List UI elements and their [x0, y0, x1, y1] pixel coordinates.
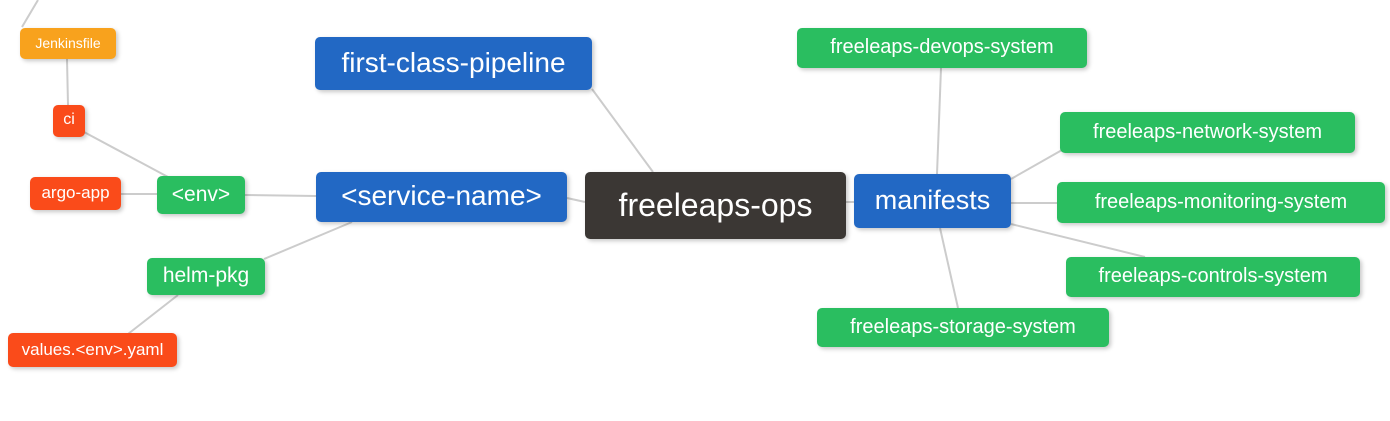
node-argo-app[interactable]: argo-app	[30, 177, 121, 210]
node-freeleaps-devops-system[interactable]: freeleaps-devops-system	[797, 28, 1087, 68]
edge-service_name-to-freeleaps_ops	[566, 197, 586, 203]
node-ci[interactable]: ci	[53, 105, 85, 137]
node-freeleaps-monitoring-system[interactable]: freeleaps-monitoring-system	[1057, 182, 1385, 223]
edge-manifests-to-storage_system	[939, 227, 959, 309]
node-first-class-pipeline[interactable]: first-class-pipeline	[315, 37, 592, 90]
node-jenkinsfile[interactable]: Jenkinsfile	[20, 28, 116, 59]
node-freeleaps-controls-system[interactable]: freeleaps-controls-system	[1066, 257, 1360, 297]
edge-jenkinsfile-to-ci	[66, 58, 69, 106]
edge-manifests-to-controls_system	[1010, 223, 1146, 258]
edge-manifests-to-network_system	[1010, 149, 1063, 180]
node-manifests[interactable]: manifests	[854, 174, 1011, 228]
node-freeleaps-storage-system[interactable]: freeleaps-storage-system	[817, 308, 1109, 347]
node-freeleaps-network-system[interactable]: freeleaps-network-system	[1060, 112, 1355, 153]
node-freeleaps-ops-root[interactable]: freeleaps-ops	[585, 172, 846, 239]
edge-helm_pkg-to-values_env_yaml	[127, 294, 179, 335]
node-helm-pkg[interactable]: helm-pkg	[147, 258, 265, 295]
node-values-env-yaml[interactable]: values.<env>.yaml	[8, 333, 177, 367]
node-env[interactable]: <env>	[157, 176, 245, 214]
edge-service_name-to-helm_pkg	[263, 221, 353, 260]
edge-offscreen-parent-to-jenkinsfile	[21, 0, 39, 28]
edge-env-to-service_name	[244, 194, 317, 197]
edge-manifests-to-devops_system	[936, 67, 942, 175]
edge-ci-to-env	[83, 131, 169, 178]
node-service-name[interactable]: <service-name>	[316, 172, 567, 222]
edge-first_class_pipeline-to-freeleaps_ops	[591, 88, 654, 173]
